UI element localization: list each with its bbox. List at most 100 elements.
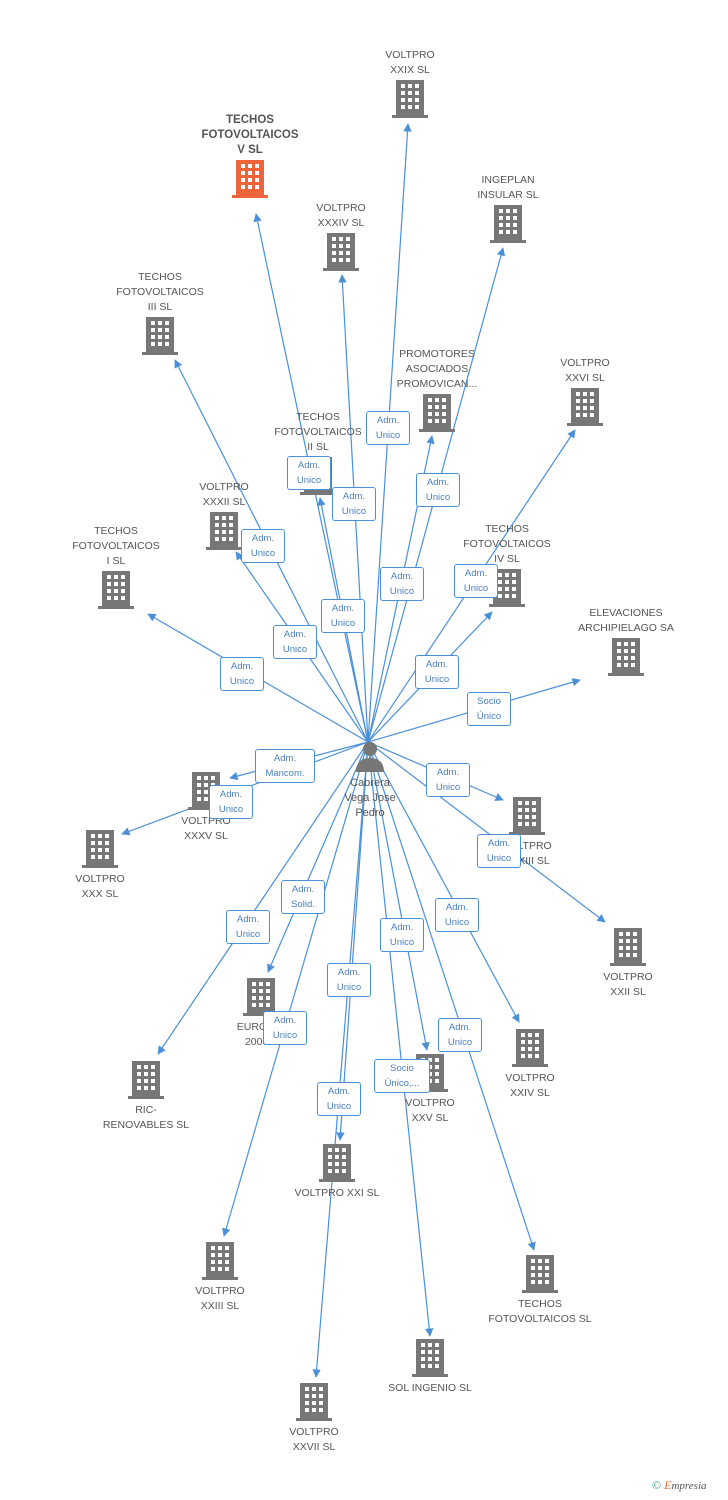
company-node[interactable]: EURO A... 2000... <box>206 978 316 1050</box>
building-icon <box>319 1144 355 1182</box>
relationship-line <box>367 741 434 1337</box>
role-label[interactable]: Adm. Unico <box>380 567 424 601</box>
building-icon <box>296 1383 332 1421</box>
company-label: TECHOS FOTOVOLTAICOS III SL <box>116 271 204 313</box>
company-label: TECHOS FOTOVOLTAICOS SL <box>488 1298 592 1325</box>
company-label: VOLTPRO XXII SL <box>603 971 653 998</box>
company-label: TECHOS FOTOVOLTAICOS II SL <box>274 411 362 453</box>
building-icon <box>392 80 428 118</box>
company-label: SOL INGENIO SL <box>388 1382 472 1394</box>
relationship-line <box>222 741 369 1237</box>
role-label[interactable]: Socio Único,... <box>374 1059 430 1093</box>
role-label[interactable]: Socio Único <box>467 692 511 726</box>
role-label[interactable]: Adm. Unico <box>226 910 270 944</box>
building-icon <box>243 978 279 1016</box>
company-node[interactable]: VOLTPRO XXXIV SL <box>286 201 396 271</box>
company-label: TECHOS FOTOVOLTAICOS V SL <box>201 114 299 156</box>
building-icon <box>412 1339 448 1377</box>
company-node[interactable]: VOLTPRO XXI SL <box>282 1144 392 1201</box>
building-icon <box>323 233 359 271</box>
company-node[interactable]: TECHOS FOTOVOLTAICOS SL <box>485 1255 595 1327</box>
role-label[interactable]: Adm. Unico <box>220 657 264 691</box>
role-label[interactable]: Adm. Unico <box>209 785 253 819</box>
role-label[interactable]: Adm. Unico <box>380 918 424 952</box>
company-label: VOLTPRO XXVI SL <box>560 357 610 384</box>
role-label[interactable]: Adm. Unico <box>241 529 285 563</box>
company-node[interactable]: VOLTPRO XXX SL <box>45 830 155 902</box>
role-label[interactable]: Adm. Unico <box>287 456 331 490</box>
company-node[interactable]: VOLTPRO XXIV SL <box>475 1029 585 1101</box>
company-label: ELEVACIONES ARCHIPIELAGO SA <box>578 607 674 634</box>
company-node[interactable]: RIC- RENOVABLES SL <box>91 1061 201 1133</box>
building-icon <box>419 394 455 432</box>
building-icon <box>142 317 178 355</box>
person-node[interactable]: Cabrera Vega Jose Pedro <box>315 740 425 821</box>
company-node[interactable]: VOLTPRO XXVI SL <box>530 356 640 426</box>
company-node[interactable]: INGEPLAN INSULAR SL <box>453 173 563 243</box>
role-label[interactable]: Adm. Unico <box>321 599 365 633</box>
role-label[interactable]: Adm. Unico <box>317 1082 361 1116</box>
role-label[interactable]: Adm. Unico <box>415 655 459 689</box>
building-icon <box>522 1255 558 1293</box>
building-icon <box>512 1029 548 1067</box>
company-node[interactable]: VOLTPRO XXXII SL <box>169 480 279 550</box>
role-label[interactable]: Adm. Unico <box>435 898 479 932</box>
building-icon <box>98 571 134 609</box>
company-node[interactable]: TECHOS FOTOVOLTAICOS IV SL <box>452 522 562 607</box>
role-label[interactable]: Adm. Unico <box>454 564 498 598</box>
company-label: VOLTPRO XXV SL <box>405 1097 455 1124</box>
building-icon <box>509 797 545 835</box>
company-node-focus[interactable]: TECHOS FOTOVOLTAICOS V SL <box>195 113 305 198</box>
relationship-line <box>267 741 369 973</box>
person-icon <box>356 742 384 772</box>
company-node[interactable]: VOLTPRO XXIII SL <box>165 1242 275 1314</box>
building-icon <box>206 512 242 550</box>
building-icon <box>610 928 646 966</box>
building-icon <box>608 638 644 676</box>
company-node[interactable]: PROMOTORES ASOCIADOS PROMOVICAN... <box>382 347 492 432</box>
company-label: VOLTPRO XXIII SL <box>195 1285 245 1312</box>
company-label: PROMOTORES ASOCIADOS PROMOVICAN... <box>396 348 478 390</box>
company-label: INGEPLAN INSULAR SL <box>477 174 539 201</box>
relationship-line <box>367 741 430 1051</box>
company-label: RIC- RENOVABLES SL <box>102 1104 190 1131</box>
role-label[interactable]: Adm. Solid. <box>281 880 325 914</box>
company-label: VOLTPRO XXIX SL <box>385 49 435 76</box>
role-label[interactable]: Adm. Unico <box>426 763 470 797</box>
relationship-line <box>367 741 520 1023</box>
copyright-footer: © Empresia <box>652 1478 707 1493</box>
role-label[interactable]: Adm. Unico <box>477 834 521 868</box>
company-node[interactable]: ELEVACIONES ARCHIPIELAGO SA <box>571 606 681 676</box>
company-label: VOLTPRO XXXII SL <box>199 481 249 508</box>
role-label[interactable]: Adm. Unico <box>332 487 376 521</box>
building-icon <box>128 1061 164 1099</box>
company-label: VOLTPRO XXXIV SL <box>316 202 366 229</box>
company-node[interactable]: TECHOS FOTOVOLTAICOS I SL <box>61 524 171 609</box>
building-icon <box>82 830 118 868</box>
relationship-line <box>336 741 369 1141</box>
company-node[interactable]: SOL INGENIO SL <box>375 1339 485 1396</box>
relationship-line <box>367 741 536 1251</box>
company-node[interactable]: VOLTPRO XXII SL <box>573 928 683 1000</box>
relationship-line <box>157 741 369 1055</box>
company-label: VOLTPRO XXVII SL <box>289 1426 339 1453</box>
company-label: VOLTPRO XXX SL <box>75 873 125 900</box>
role-label[interactable]: Adm. Unico <box>273 625 317 659</box>
building-icon <box>232 160 268 198</box>
role-label[interactable]: Adm. Unico <box>366 411 410 445</box>
company-node[interactable]: TECHOS FOTOVOLTAICOS III SL <box>105 270 215 355</box>
company-node[interactable]: VOLTPRO XXIX SL <box>355 48 465 118</box>
role-label[interactable]: Adm. Unico <box>438 1018 482 1052</box>
role-label[interactable]: Adm. Unico <box>263 1011 307 1045</box>
building-icon <box>567 388 603 426</box>
company-label: VOLTPRO XXIV SL <box>505 1072 555 1099</box>
relationship-line <box>312 741 369 1378</box>
role-label[interactable]: Adm. Mancom. <box>255 749 315 783</box>
relationship-line <box>367 741 606 923</box>
company-node[interactable]: VOLTPRO XXXV SL <box>151 772 261 844</box>
company-node[interactable]: VOLTPRO XXVII SL <box>259 1383 369 1455</box>
role-label[interactable]: Adm. Unico <box>327 963 371 997</box>
building-icon <box>490 205 526 243</box>
role-label[interactable]: Adm. Unico <box>416 473 460 507</box>
